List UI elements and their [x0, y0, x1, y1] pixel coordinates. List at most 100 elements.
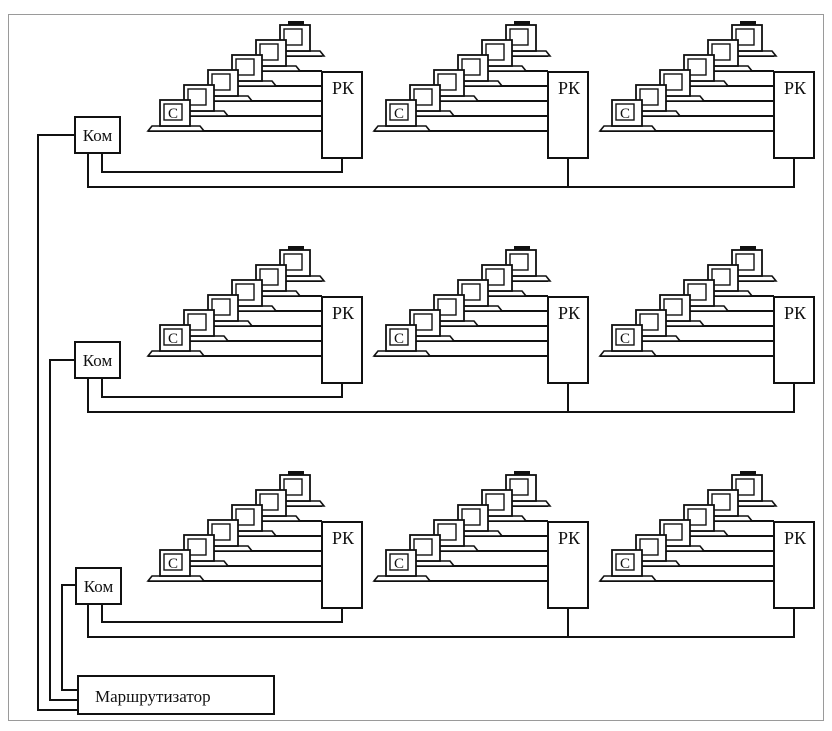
monitor-screen [437, 523, 457, 541]
router-box: Маршрутизатор [77, 675, 275, 715]
monitor-screen [163, 103, 183, 121]
monitor-screen [211, 73, 231, 91]
computer-label: С [168, 331, 178, 347]
monitor-screen [509, 478, 529, 496]
monitor-screen [283, 478, 303, 496]
monitor-screen [259, 493, 279, 511]
computer-label: С [620, 331, 630, 347]
row-1-cluster-1-box-label: РК [332, 78, 355, 98]
row-2-cluster-3-box-label: РК [784, 303, 807, 323]
monitor-screen [235, 283, 255, 301]
row-3-cluster-1-box: РК [321, 521, 363, 609]
monitor-screen [461, 283, 481, 301]
row-1-cluster-3-box-label: РК [784, 78, 807, 98]
row-2-switch-box-label: Ком [83, 351, 113, 370]
monitor-screen [687, 283, 707, 301]
row-3-cluster-1-box-outline [321, 521, 363, 609]
monitor-screen [639, 88, 659, 106]
monitor-screen [663, 523, 683, 541]
row-1-switch-box: Ком [74, 116, 121, 154]
computers-layer: С С С С С С С С С [146, 21, 778, 582]
monitor-screen [639, 538, 659, 556]
row-2-switch-link-1 [101, 378, 343, 398]
monitor-screen [163, 553, 183, 571]
row-3-switch-link-3 [87, 604, 795, 638]
monitor-screen [163, 328, 183, 346]
row-3-switch-box: Ком [75, 567, 122, 605]
monitor-top-edge [288, 21, 304, 25]
computer-label: С [394, 331, 404, 347]
row-3-cluster-1-computer-1: С [146, 549, 206, 582]
row-2-cluster-1-box-label: РК [332, 303, 355, 323]
monitor-screen [711, 268, 731, 286]
row-1-cluster-2-box-label: РК [558, 78, 581, 98]
row-3-switch-link-1 [101, 604, 343, 623]
monitor-screen [509, 253, 529, 271]
row-2-cluster-3-computer-1: С [598, 324, 658, 357]
monitor-screen [187, 538, 207, 556]
row-3-cluster-2-computer-6 [492, 471, 552, 507]
monitor-top-edge [514, 471, 530, 475]
row-3-cluster-3-computer-1: С [598, 549, 658, 582]
monitor-screen [187, 313, 207, 331]
row-1-switch-link-1 [101, 153, 343, 173]
row-3-cluster-3-box-outline [773, 521, 815, 609]
computer-label: С [168, 556, 178, 572]
computer-label: С [394, 556, 404, 572]
wiring-layer [37, 55, 795, 711]
row-2-switch-box-outline [74, 341, 121, 379]
monitor-screen [639, 313, 659, 331]
router-box-outline [77, 675, 275, 715]
row-1-cluster-2-computer-1: С [372, 99, 432, 132]
router-link-row-1 [37, 134, 78, 711]
monitor-screen [735, 253, 755, 271]
monitor-top-edge [288, 246, 304, 250]
row-2-cluster-1-computer-2 [170, 309, 230, 342]
monitor-screen [485, 43, 505, 61]
monitor-screen [485, 268, 505, 286]
diagram-frame [8, 14, 824, 721]
monitor-screen [413, 313, 433, 331]
monitor-screen [615, 103, 635, 121]
row-3-switch-box-label: Ком [84, 577, 114, 596]
row-1-cluster-1-box-outline [321, 71, 363, 159]
monitor-top-edge [514, 21, 530, 25]
row-2-cluster-2-box-label: РК [558, 303, 581, 323]
monitor-screen [735, 28, 755, 46]
monitor-screen [389, 328, 409, 346]
row-1-switch-link-3 [87, 153, 795, 188]
monitor-screen [509, 28, 529, 46]
row-2-cluster-2-box-outline [547, 296, 589, 384]
row-2-cluster-1-box-outline [321, 296, 363, 384]
row-3-cluster-3-box-label: РК [784, 528, 807, 548]
row-2-cluster-1-box: РК [321, 296, 363, 384]
row-1-cluster-2-box: РК [547, 71, 589, 159]
computer-label: С [620, 106, 630, 122]
row-2-switch-box: Ком [74, 341, 121, 379]
monitor-screen [211, 523, 231, 541]
monitor-screen [687, 58, 707, 76]
monitor-screen [211, 298, 231, 316]
router-link-row-3 [61, 584, 78, 691]
row-1-cluster-1-box: РК [321, 71, 363, 159]
row-2-cluster-1-computer-1: С [146, 324, 206, 357]
monitor-screen [283, 253, 303, 271]
row-3-cluster-2-box-outline [547, 521, 589, 609]
computer-label: С [168, 106, 178, 122]
computer-label: С [394, 106, 404, 122]
row-1-switch-box-label: Ком [83, 126, 113, 145]
monitor-top-edge [514, 246, 530, 250]
monitor-screen [687, 508, 707, 526]
row-3-cluster-2-computer-1: С [372, 549, 432, 582]
monitor-top-edge [740, 21, 756, 25]
monitor-top-edge [740, 246, 756, 250]
monitor-screen [461, 508, 481, 526]
row-1-cluster-1-computer-3 [194, 69, 254, 102]
row-2-cluster-3-box-outline [773, 296, 815, 384]
row-3-cluster-3-box: РК [773, 521, 815, 609]
monitor-screen [389, 103, 409, 121]
monitor-screen [283, 28, 303, 46]
row-3-cluster-2-box-label: РК [558, 528, 581, 548]
